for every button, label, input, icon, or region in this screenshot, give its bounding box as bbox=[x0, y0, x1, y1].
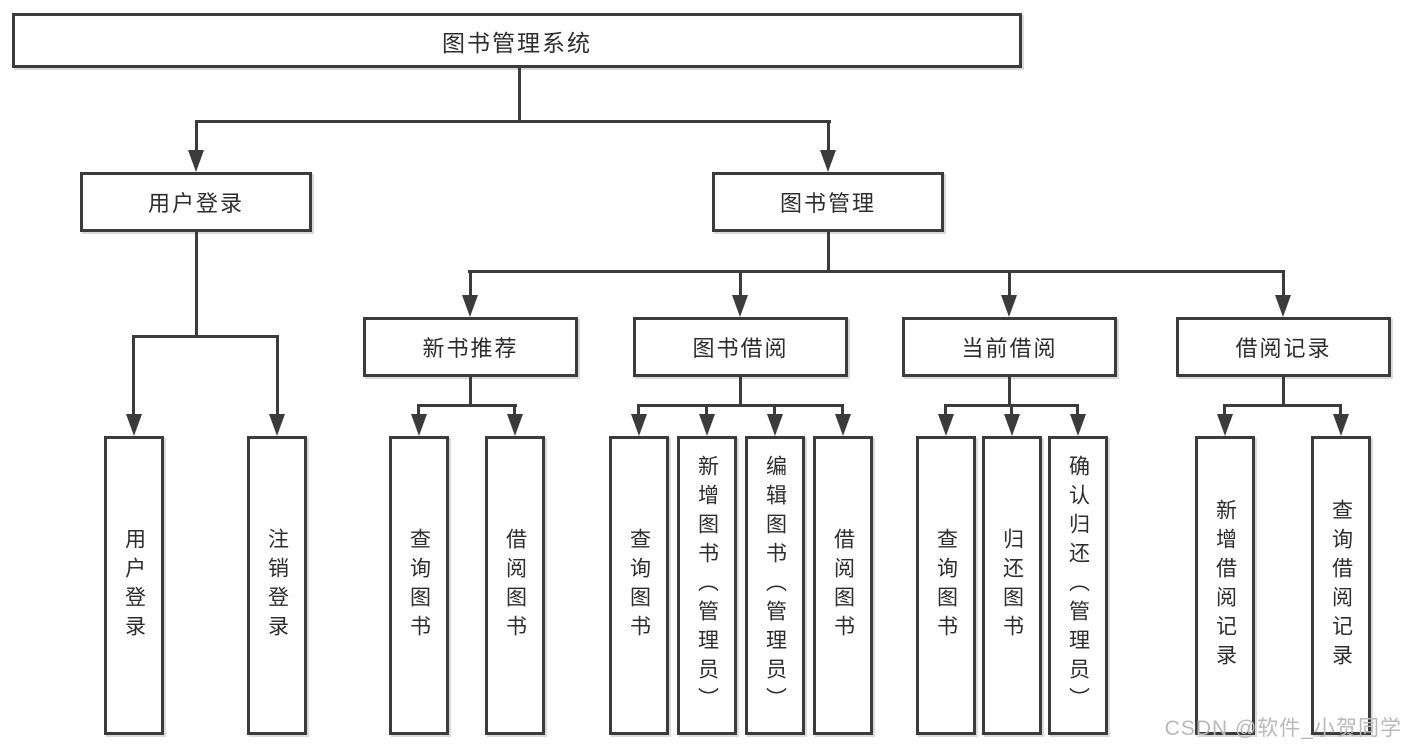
node-root-library-system: 图书管理系统 bbox=[12, 13, 1022, 68]
node-label: 借阅图书 bbox=[831, 527, 855, 644]
node-label: 查询借阅记录 bbox=[1329, 498, 1353, 673]
connector-line bbox=[827, 120, 830, 152]
leaf-current-query-books: 查询图书 bbox=[916, 436, 976, 735]
connector-line bbox=[518, 67, 521, 122]
arrow-down-icon bbox=[411, 414, 427, 436]
node-book-management: 图书管理 bbox=[712, 172, 944, 232]
leaf-current-confirm-return-admin: 确认归还（管理员） bbox=[1048, 436, 1108, 735]
arrow-down-icon bbox=[767, 414, 783, 436]
arrow-down-icon bbox=[462, 295, 478, 317]
leaf-borrow-borrow-books: 借阅图书 bbox=[813, 436, 873, 735]
arrow-down-icon bbox=[126, 414, 142, 436]
connector-line bbox=[469, 377, 472, 406]
connector-line bbox=[637, 404, 640, 416]
node-label: 归还图书 bbox=[1000, 527, 1024, 644]
leaf-logout: 注销登录 bbox=[247, 436, 307, 735]
arrow-down-icon bbox=[820, 150, 836, 172]
arrow-down-icon bbox=[938, 414, 954, 436]
connector-line bbox=[827, 232, 830, 273]
connector-line bbox=[1223, 404, 1226, 416]
arrow-down-icon bbox=[1004, 414, 1020, 436]
arrow-down-icon bbox=[1217, 414, 1233, 436]
connector-line bbox=[418, 404, 517, 407]
node-current-borrow: 当前借阅 bbox=[902, 317, 1117, 377]
connector-line bbox=[1010, 404, 1013, 416]
node-label: 用户登录 bbox=[147, 191, 244, 216]
arrow-down-icon bbox=[269, 414, 285, 436]
connector-line bbox=[469, 270, 472, 297]
arrow-down-icon bbox=[1070, 414, 1086, 436]
connector-line bbox=[773, 404, 776, 416]
node-label: 图书管理系统 bbox=[442, 29, 592, 56]
arrow-down-icon bbox=[188, 150, 204, 172]
connector-line bbox=[841, 404, 844, 416]
connector-line bbox=[739, 377, 742, 406]
connector-line bbox=[513, 404, 516, 416]
arrow-down-icon bbox=[631, 414, 647, 436]
connector-line bbox=[417, 404, 420, 416]
node-label: 注销登录 bbox=[265, 527, 289, 644]
node-label: 查询图书 bbox=[934, 527, 958, 644]
arrow-down-icon bbox=[699, 414, 715, 436]
node-label: 新增图书（管理员） bbox=[695, 455, 719, 716]
connector-line bbox=[739, 270, 742, 297]
leaf-current-return-books: 归还图书 bbox=[982, 436, 1042, 735]
node-user-login: 用户登录 bbox=[80, 172, 312, 232]
connector-line bbox=[1008, 377, 1011, 406]
leaf-records-add-record: 新增借阅记录 bbox=[1195, 436, 1255, 735]
node-label: 当前借阅 bbox=[961, 336, 1058, 361]
node-label: 确认归还（管理员） bbox=[1066, 455, 1090, 716]
connector-line bbox=[1008, 270, 1011, 297]
connector-line bbox=[276, 335, 279, 416]
csdn-watermark: CSDN @软件_小贺同学 bbox=[1164, 717, 1402, 740]
leaf-recommend-query-books: 查询图书 bbox=[389, 436, 449, 735]
connector-line bbox=[1282, 270, 1285, 297]
node-borrow-records: 借阅记录 bbox=[1176, 317, 1391, 377]
connector-line bbox=[195, 232, 198, 338]
arrow-down-icon bbox=[732, 295, 748, 317]
node-new-book-recommend: 新书推荐 bbox=[363, 317, 578, 377]
node-label: 图书借阅 bbox=[692, 336, 789, 361]
leaf-recommend-borrow-books: 借阅图书 bbox=[485, 436, 545, 735]
connector-line bbox=[1223, 404, 1342, 407]
node-label: 编辑图书（管理员） bbox=[763, 455, 787, 716]
connector-line bbox=[637, 404, 844, 407]
connector-line bbox=[1339, 404, 1342, 416]
leaf-borrow-edit-books-admin: 编辑图书（管理员） bbox=[745, 436, 805, 735]
node-label: 新书推荐 bbox=[422, 336, 519, 361]
connector-line bbox=[468, 270, 1285, 273]
leaf-borrow-add-books-admin: 新增图书（管理员） bbox=[677, 436, 737, 735]
node-label: 借阅图书 bbox=[503, 527, 527, 644]
leaf-records-query-record: 查询借阅记录 bbox=[1311, 436, 1371, 735]
node-label: 借阅记录 bbox=[1235, 336, 1332, 361]
connector-line bbox=[705, 404, 708, 416]
node-label: 查询图书 bbox=[407, 527, 431, 644]
arrow-down-icon bbox=[1333, 414, 1349, 436]
connector-line bbox=[944, 404, 947, 416]
connector-line bbox=[195, 120, 198, 152]
leaf-borrow-query-books: 查询图书 bbox=[609, 436, 669, 735]
node-book-borrow: 图书借阅 bbox=[633, 317, 848, 377]
arrow-down-icon bbox=[507, 414, 523, 436]
arrow-down-icon bbox=[835, 414, 851, 436]
arrow-down-icon bbox=[1001, 295, 1017, 317]
connector-line bbox=[132, 335, 135, 416]
node-label: 新增借阅记录 bbox=[1213, 498, 1237, 673]
arrow-down-icon bbox=[1275, 295, 1291, 317]
connector-line bbox=[1282, 377, 1285, 406]
connector-line bbox=[133, 335, 279, 338]
node-label: 用户登录 bbox=[122, 527, 146, 644]
node-label: 图书管理 bbox=[779, 191, 876, 216]
leaf-user-login: 用户登录 bbox=[104, 436, 164, 735]
node-label: 查询图书 bbox=[627, 527, 651, 644]
connector-line bbox=[1076, 404, 1079, 416]
connector-line bbox=[195, 120, 831, 123]
